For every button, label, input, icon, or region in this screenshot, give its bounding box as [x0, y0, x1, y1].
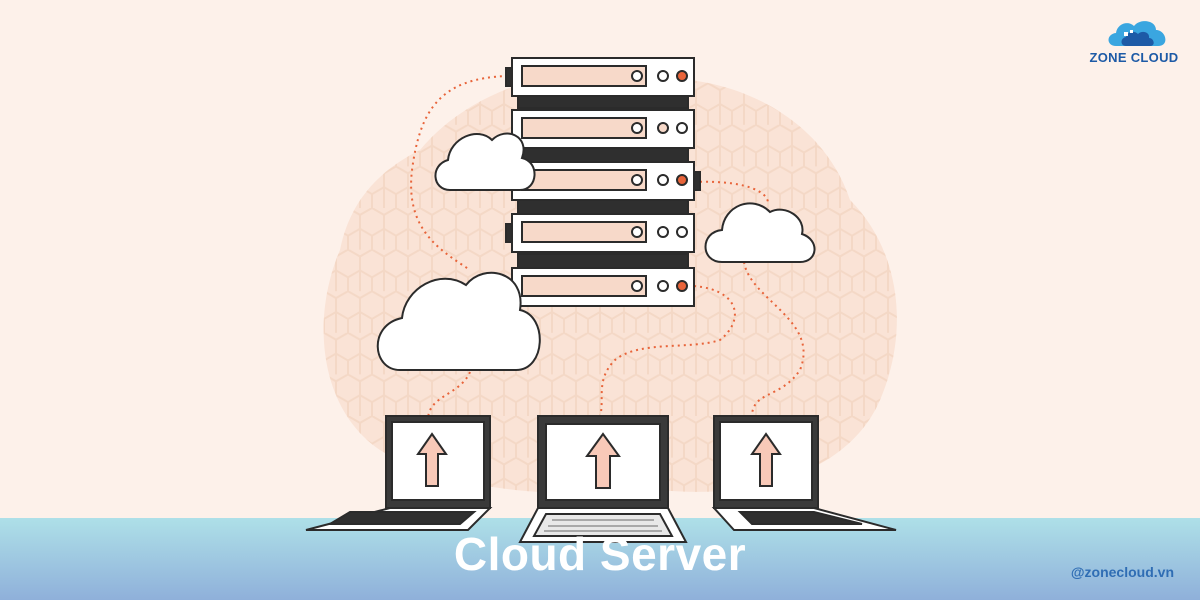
server-unit-2 — [511, 109, 695, 149]
server-unit-1 — [505, 57, 695, 97]
connection-lines — [410, 75, 805, 421]
cloud-icon — [376, 271, 541, 371]
brand-logo: ZONE CLOUD — [1086, 16, 1182, 68]
upload-arrow-icon — [416, 432, 448, 487]
laptop-icon — [305, 415, 493, 531]
laptop-icon — [711, 415, 897, 531]
server-unit-3 — [511, 161, 701, 201]
upload-arrow-icon — [750, 432, 782, 487]
cloud-icon — [704, 202, 816, 263]
server-unit-5 — [511, 267, 695, 307]
social-handle: @zonecloud.vn — [1070, 564, 1174, 580]
server-rack-icon — [505, 57, 701, 307]
brand-name: ZONE CLOUD — [1089, 50, 1179, 65]
banner-title: Cloud Server — [453, 528, 747, 580]
cloud-logo-icon — [1108, 21, 1166, 46]
server-unit-4 — [505, 213, 695, 253]
upload-arrow-icon — [585, 432, 621, 489]
cloud-icon — [434, 132, 536, 191]
